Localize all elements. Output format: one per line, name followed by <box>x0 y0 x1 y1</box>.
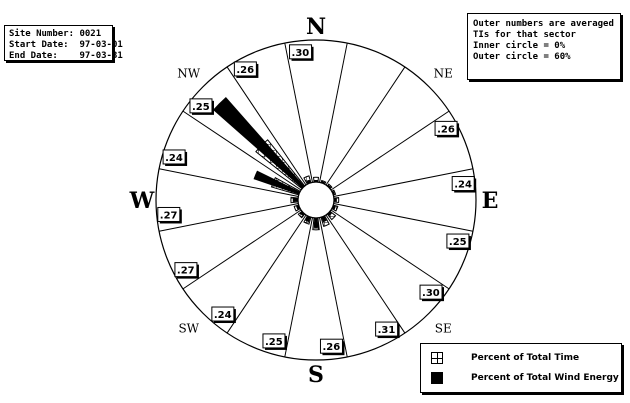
solid-swatch-icon <box>431 372 443 384</box>
intercardinal-label: NW <box>177 67 201 81</box>
end-date-label: End Date: <box>9 51 58 61</box>
sector-boundary <box>158 168 299 197</box>
ti-label: .26 <box>233 61 259 78</box>
intercardinal-label: SW <box>178 321 199 335</box>
sector-boundary <box>182 110 302 191</box>
site-number-label: Site Number: <box>9 29 75 39</box>
ti-value: .24 <box>165 153 183 164</box>
outer-circle <box>155 39 477 361</box>
cardinal-label: N <box>306 14 326 40</box>
note-line-3: Inner circle = 0% <box>473 41 566 51</box>
sector-boundary <box>284 217 313 358</box>
ti-label: .24 <box>211 306 236 324</box>
legend-item-time: Percent of Total Time <box>431 352 579 364</box>
note-line-1: Outer numbers are averaged <box>473 19 614 29</box>
legend-item-energy: Percent of Total Wind Energy <box>431 372 619 384</box>
ti-value: .30 <box>292 48 310 59</box>
ti-value: .26 <box>322 342 340 353</box>
sector-boundary <box>226 66 307 186</box>
sector-boundary <box>330 110 450 191</box>
cardinal-label: E <box>482 188 499 214</box>
sector-boundary <box>284 42 313 183</box>
ti-value: .26 <box>437 124 455 135</box>
ti-value: .25 <box>449 237 467 248</box>
ti-value: .30 <box>422 288 440 299</box>
sector-boundary <box>333 203 474 232</box>
ti-label: .25 <box>446 233 471 251</box>
sector-boundary <box>325 214 406 334</box>
ti-value: .25 <box>265 337 283 348</box>
sector-boundary <box>319 217 348 358</box>
intercardinal-label: NE <box>434 67 453 81</box>
inner-circle <box>297 181 335 219</box>
ti-label: .24 <box>162 149 188 166</box>
ti-label: .27 <box>174 262 199 279</box>
sector-boundary <box>333 168 474 197</box>
cardinal-label: W <box>129 188 155 214</box>
ti-value: .24 <box>214 310 232 321</box>
ti-label: .30 <box>289 44 314 61</box>
grid-swatch-icon <box>431 352 443 364</box>
ti-value: .27 <box>160 210 178 221</box>
ti-label: .25 <box>189 98 214 115</box>
note-box: Outer numbers are averaged TIs for that … <box>467 13 621 80</box>
ti-value: .27 <box>177 266 195 277</box>
sector-boundary <box>158 203 299 232</box>
ti-label: .27 <box>157 206 182 224</box>
legend-time-label: Percent of Total Time <box>471 352 580 363</box>
ti-label: .30 <box>419 284 445 302</box>
ti-label: .24 <box>451 176 477 193</box>
note-line-4: Outer circle = 60% <box>473 52 571 62</box>
start-date-label: Start Date: <box>9 40 69 50</box>
ti-value: .25 <box>192 102 210 113</box>
site-number-value: 0021 <box>79 29 102 39</box>
ti-label: .26 <box>434 120 460 138</box>
ti-value: .31 <box>378 325 396 336</box>
note-line-2: TIs for that sector <box>473 30 576 40</box>
sector-boundary <box>226 214 307 334</box>
start-date-value: 97-03-01 <box>79 40 123 50</box>
ti-value: .24 <box>454 180 472 191</box>
intercardinal-label: SE <box>435 321 452 335</box>
ti-label: .25 <box>262 333 287 350</box>
sector-boundary <box>319 42 348 183</box>
ti-labels: .30 .26 .24 .25 .30 .31 .26 .25 .24 .27 .27 .24 .25.… <box>157 44 477 356</box>
site-info-box: Site Number: 0021 Start Date: 97-03-01 E… <box>4 25 123 61</box>
energy-series <box>213 97 337 228</box>
energy-bar <box>292 198 299 202</box>
end-date-value: 97-03-31 <box>79 51 123 61</box>
ti-value: .26 <box>236 65 254 76</box>
legend-energy-label: Percent of Total Wind Energy <box>471 372 619 383</box>
rose-rings <box>155 39 477 361</box>
cardinal-label: S <box>308 362 324 388</box>
rose-spokes <box>158 42 474 358</box>
sector-boundary <box>182 209 302 290</box>
energy-bar <box>313 217 319 228</box>
ti-label: .26 <box>319 338 345 356</box>
sector-boundary <box>330 209 450 290</box>
ti-label: .31 <box>375 321 400 339</box>
sector-boundary <box>325 66 406 186</box>
legend: Percent of Total Time Percent of Total W… <box>420 343 622 393</box>
